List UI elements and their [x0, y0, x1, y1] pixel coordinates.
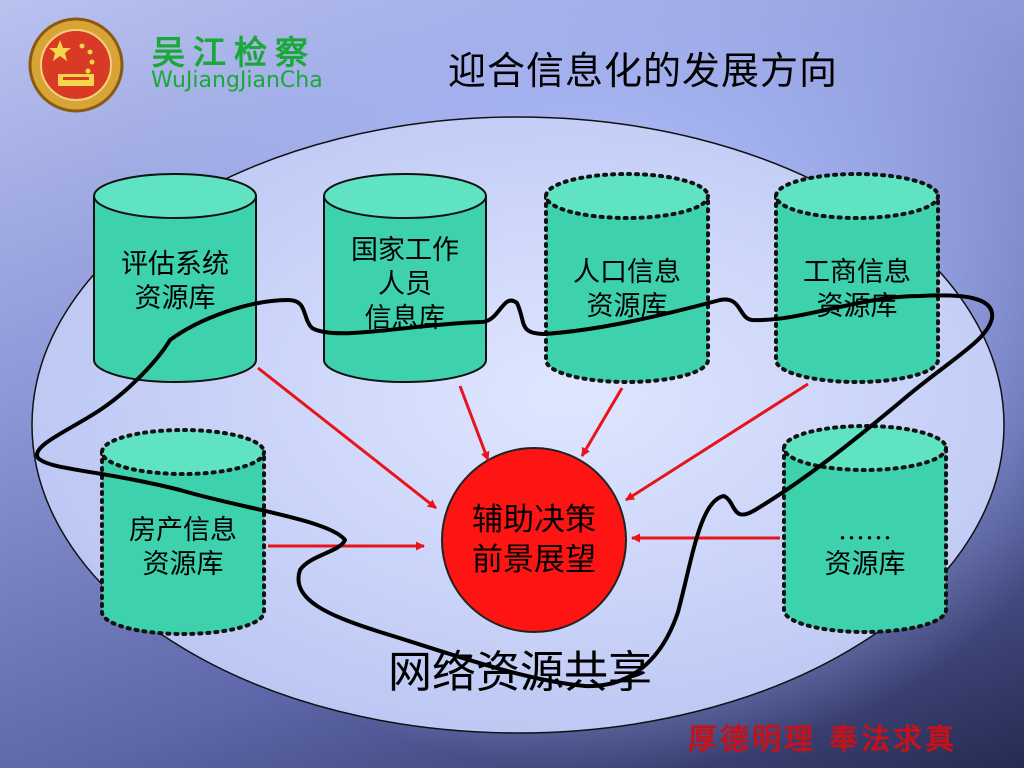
arrow-guojia — [458, 385, 490, 461]
arrow-pingu — [257, 366, 437, 510]
motto-text: 厚德明理 奉法求真 — [688, 722, 958, 756]
database-label-renkou: 人口信息 资源库 — [573, 257, 681, 322]
database-cylinder-pingu — [93, 173, 257, 383]
database-label-gongshang: 工商信息 资源库 — [803, 257, 911, 322]
slide-title: 迎合信息化的发展方向 — [448, 49, 839, 93]
database-cylinder-guojia — [323, 173, 487, 383]
network-ellipse — [31, 116, 1005, 734]
database-cylinder-gongshang — [774, 172, 940, 384]
network-sharing-label: 网络资源共享 — [388, 647, 652, 698]
database-label-fangchan: 房产信息 资源库 — [129, 515, 237, 580]
arrow-gongshang — [625, 382, 809, 502]
database-label-guojia: 国家工作 人员 信息库 — [351, 235, 459, 334]
database-cylinder-other — [782, 424, 948, 634]
database-label-other: …… 资源库 — [824, 515, 906, 580]
database-cylinder-renkou — [544, 172, 710, 384]
procuratorate-emblem-icon — [28, 17, 124, 113]
arrow-renkou — [580, 387, 624, 457]
database-cylinder-fangchan — [100, 428, 266, 636]
network-link-line — [35, 293, 995, 689]
brand-name-en: WuJiangJianCha — [151, 68, 323, 93]
decision-support-label: 辅助决策 前景展望 — [472, 502, 596, 578]
brand-name-cn: 吴江检察 — [152, 33, 316, 72]
decision-support-circle — [441, 447, 627, 633]
database-label-pingu: 评估系统 资源库 — [121, 249, 229, 314]
